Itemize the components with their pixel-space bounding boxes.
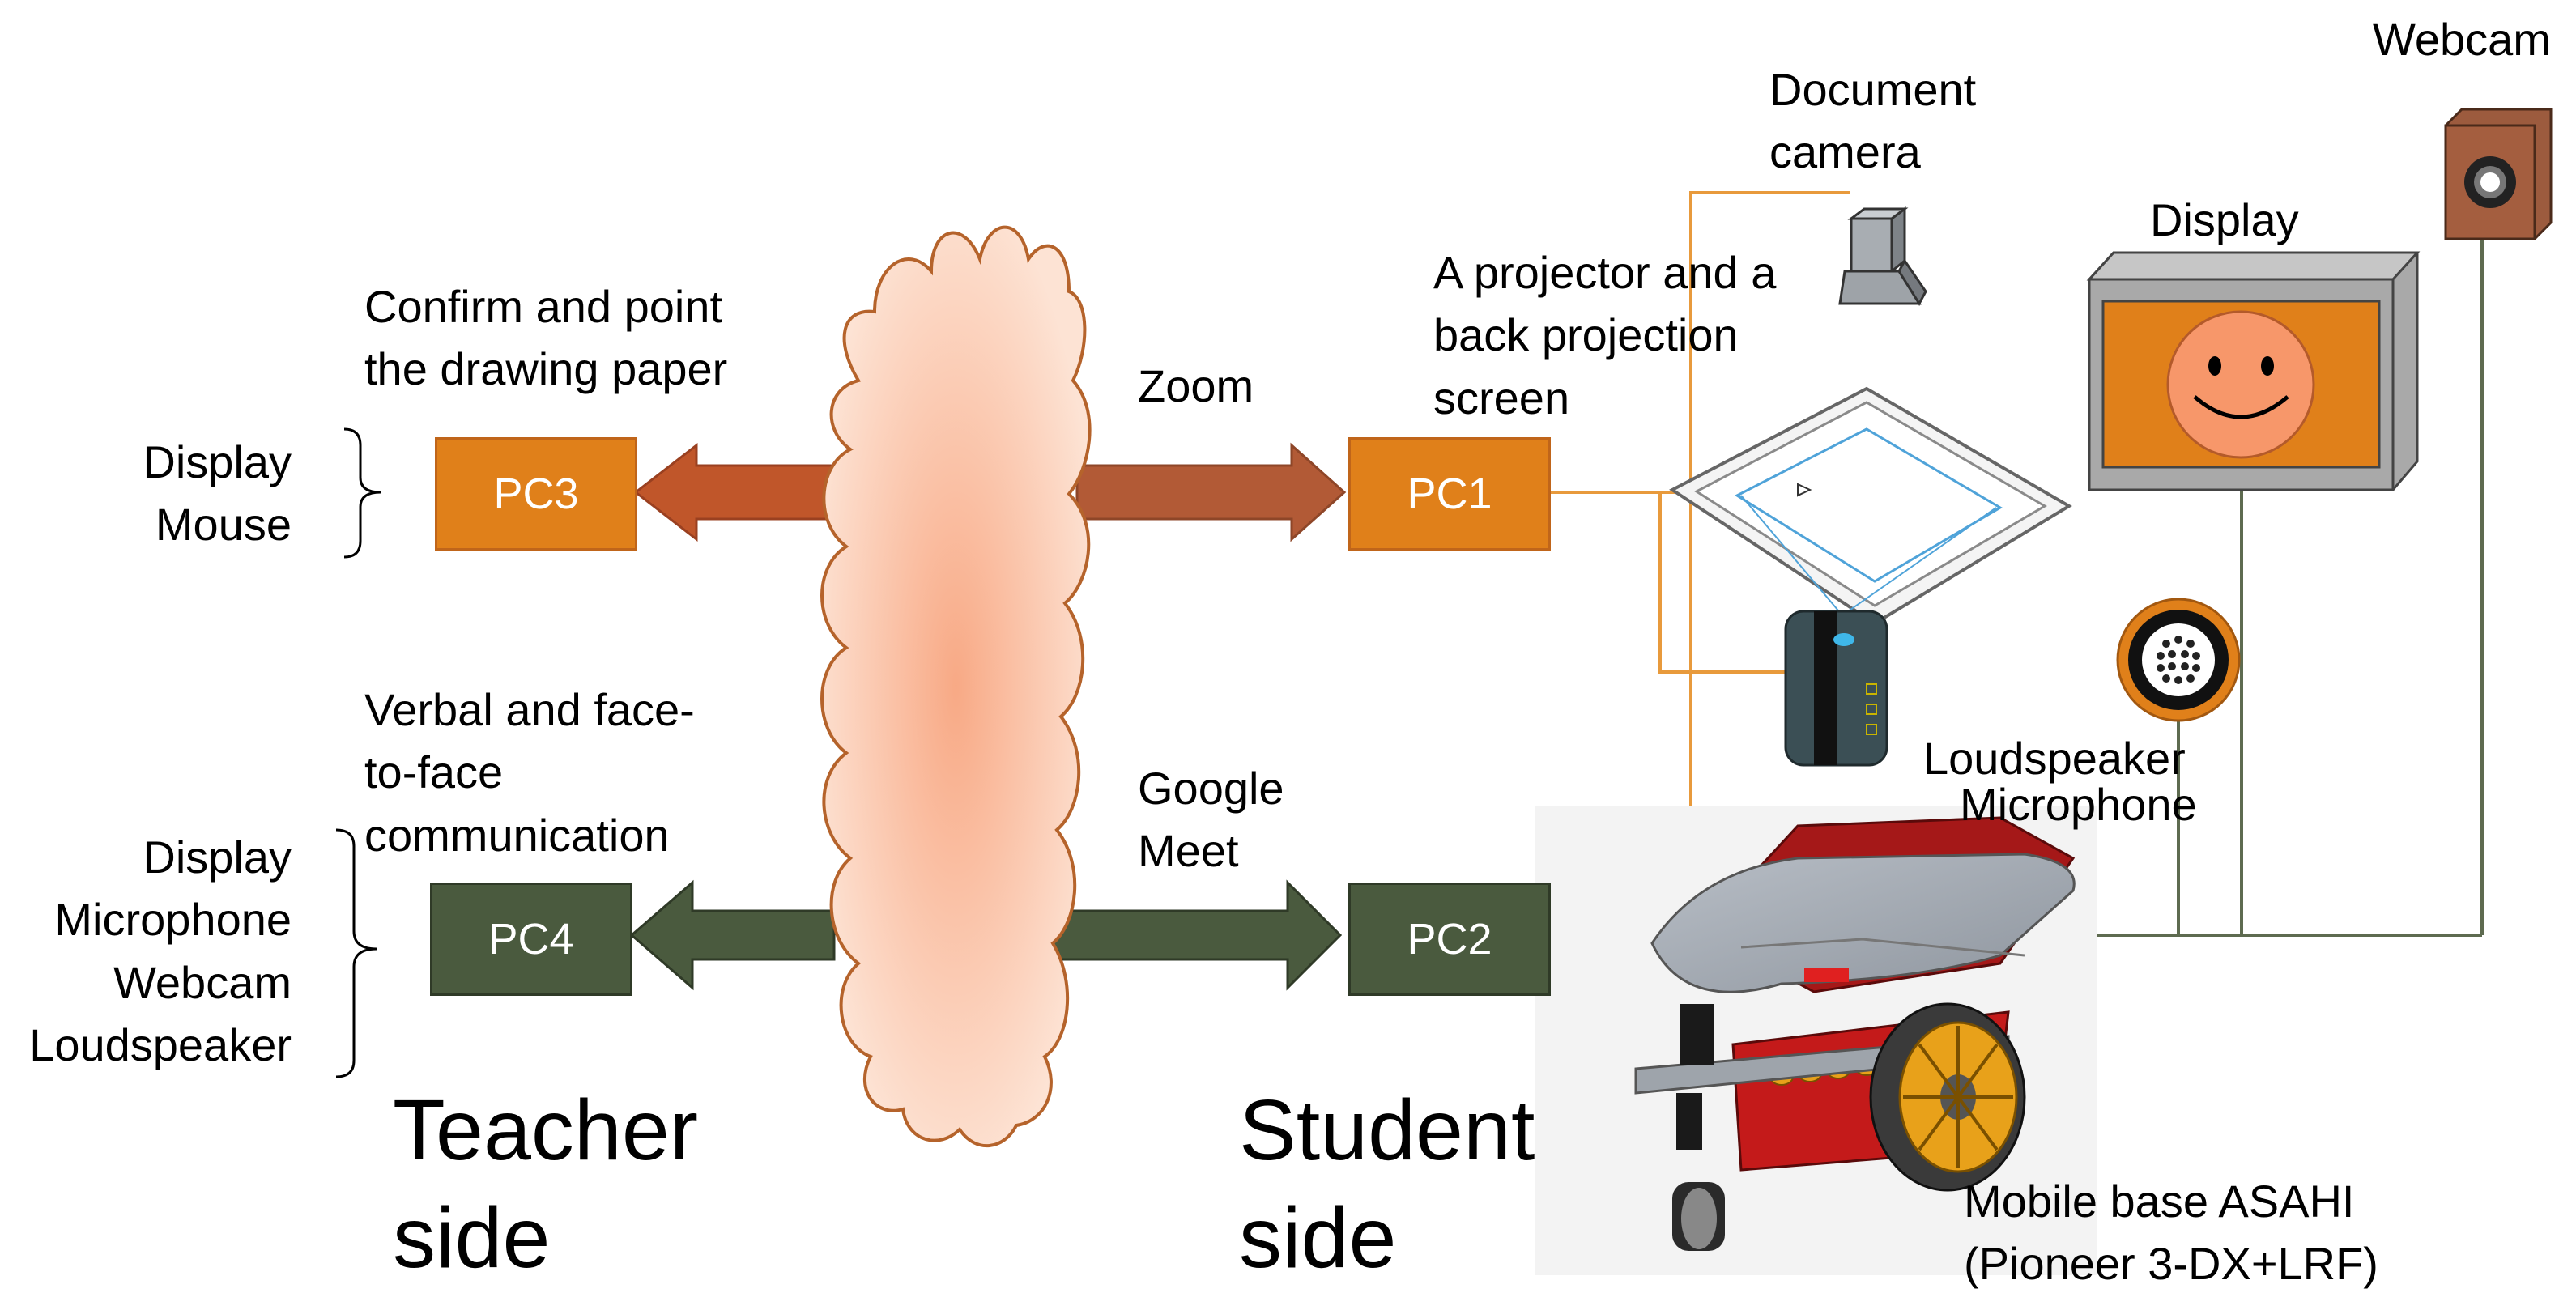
document-camera-line-2: camera [1769,126,1921,178]
pc4-devices-label: Display Microphone Webcam Loudspeaker [8,826,292,1076]
pc4-box: PC4 [430,883,632,996]
pc3-devices-label: Display Mouse [113,431,292,556]
mobile-base-label: Mobile base ASAHI (Pioneer 3-DX+LRF) [1964,1170,2378,1295]
verbal-line-2: to-face [364,746,504,798]
display-label-text: Display [2150,194,2299,245]
projector-line-3: screen [1433,372,1570,423]
projector-icon [1784,610,1888,767]
confirm-line-2: the drawing paper [364,343,728,395]
pc3-device-mouse: Mouse [155,499,292,551]
loudspeaker-icon [2116,598,2241,722]
teacher-side-label: Teacher side [393,1077,698,1291]
projector-label: A projector and a back projection screen [1433,241,1776,429]
webcam-label: Webcam [2373,8,2551,70]
zoom-label-text: Zoom [1138,360,1254,411]
pc4-device-microphone: Microphone [54,894,292,946]
zoom-label: Zoom [1138,355,1254,417]
document-camera-label: Document camera [1769,58,1976,184]
pc3-bracket [343,427,381,559]
pc4-device-webcam: Webcam [113,956,292,1008]
projector-line-1: A projector and a [1433,247,1777,298]
webcam-icon [2444,108,2553,240]
zoom-arrow-left [633,442,836,542]
mobile-base-line-2: (Pioneer 3-DX+LRF) [1964,1238,2378,1290]
verbal-label: Verbal and face- to-face communication [364,678,695,866]
confirm-line-1: Confirm and point [364,281,723,332]
display-label: Display [2150,189,2299,251]
document-camera-line-1: Document [1769,64,1977,115]
front-caster-wheel [1672,1182,1725,1251]
teacher-side-line-1: Teacher [393,1082,699,1178]
student-side-line-2: side [1239,1189,1397,1286]
robot-base-icon [1535,806,2097,1275]
microphone-label: Microphone [1960,773,2197,836]
verbal-line-3: communication [364,809,670,861]
teacher-side-line-2: side [393,1189,551,1286]
student-side-label: Student side [1239,1077,1535,1291]
mobile-base-line-1: Mobile base ASAHI [1964,1176,2355,1227]
cloud-icon [820,225,1092,1148]
projector-line-2: back projection [1433,309,1739,361]
meet-arrow-right [1043,879,1343,991]
loudspeaker-label-text: Loudspeaker [1923,733,2186,784]
loudspeaker-label: Loudspeaker [1923,727,2186,789]
webcam-label-text: Webcam [2373,14,2551,65]
document-camera-icon [1838,206,1927,306]
projection-screen-icon [1669,386,2072,626]
meet-arrow-left [629,879,836,991]
pc2-box: PC2 [1348,883,1551,996]
pc4-device-loudspeaker: Loudspeaker [29,1019,292,1070]
verbal-line-1: Verbal and face- [364,684,695,735]
pc4-device-display: Display [143,832,292,883]
drive-wheel [1869,1002,2026,1192]
student-side-line-1: Student [1239,1082,1535,1178]
google-meet-line-2: Meet [1138,825,1239,877]
confirm-label: Confirm and point the drawing paper [364,275,727,401]
pc3-box: PC3 [435,437,637,551]
google-meet-line-1: Google [1138,763,1284,814]
pc1-box: PC1 [1348,437,1551,551]
pc4-bracket [335,828,377,1078]
pc3-device-display: Display [143,436,292,487]
microphone-label-text: Microphone [1960,779,2197,830]
zoom-arrow-right [1075,442,1347,542]
google-meet-label: Google Meet [1138,757,1284,883]
smiley-face-icon [2166,310,2315,459]
